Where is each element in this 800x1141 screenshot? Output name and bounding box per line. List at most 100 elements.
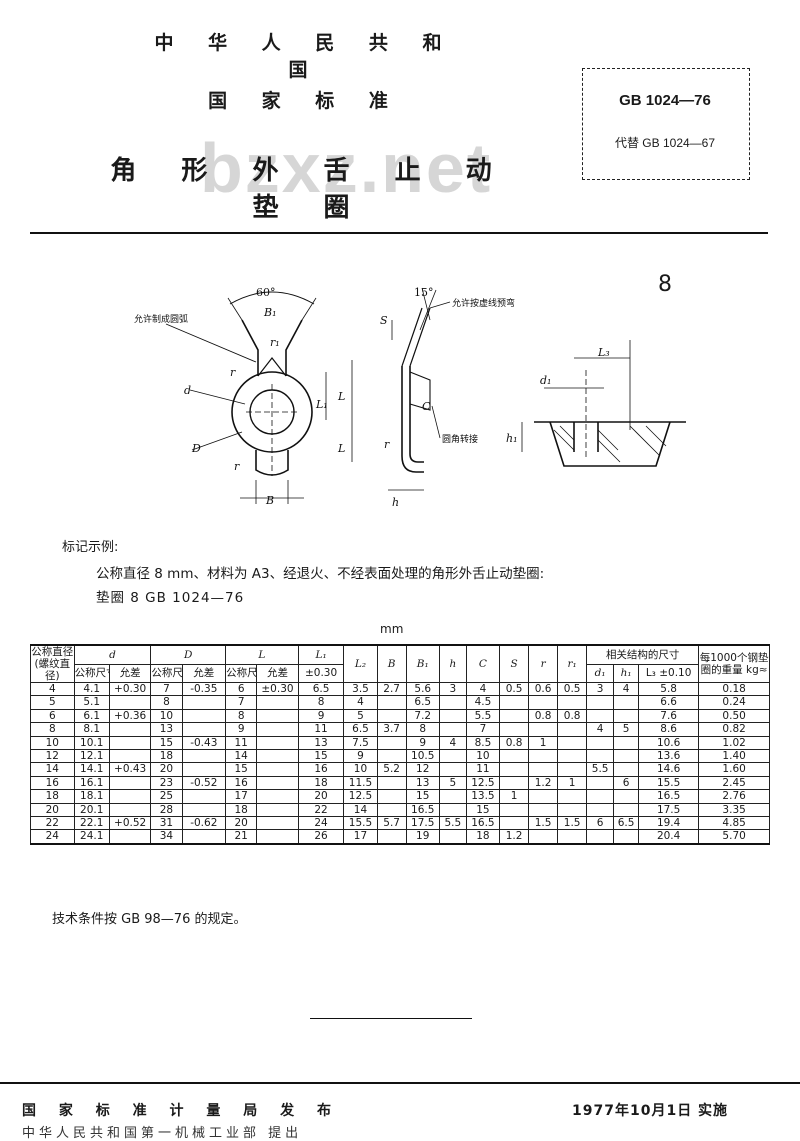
- table-cell: [499, 816, 530, 831]
- table-cell: 17.5: [638, 802, 700, 818]
- watermark: bzxz.net: [200, 129, 493, 207]
- table-cell: 0.18: [698, 681, 770, 697]
- table-cell: 13: [150, 722, 183, 737]
- table-cell: 20: [30, 802, 75, 818]
- table-cell: 2.7: [376, 681, 407, 697]
- table-cell: 8.1: [73, 722, 110, 737]
- document-title: 角 形 外 舌 止 动 垫 圈: [110, 156, 510, 223]
- table-cell: 1: [499, 789, 530, 804]
- note-arc: 允许制成圆弧: [134, 313, 188, 325]
- table-cell: 16: [225, 775, 258, 791]
- marking-designation: 垫圈 8 GB 1024—76: [96, 590, 245, 606]
- footer-proposer: 中华人民共和国第一机械工业部 提出: [22, 1126, 303, 1141]
- table-cell: 7.5: [343, 735, 378, 751]
- table-cell: [438, 802, 467, 818]
- table-cell: 12: [405, 762, 440, 777]
- table-cell: [586, 775, 615, 791]
- th-C: C: [465, 644, 501, 683]
- table-cell: 1.5: [557, 816, 588, 831]
- table-cell: [181, 829, 227, 845]
- table-cell: 12: [30, 749, 75, 764]
- table-cell: 6.5: [297, 681, 345, 697]
- table-cell: 5.5: [465, 708, 501, 724]
- table-cell: [613, 762, 640, 777]
- table-cell: 8: [405, 722, 440, 737]
- table-cell: 16: [30, 775, 75, 791]
- label-r1: r₁: [270, 336, 280, 349]
- technical-conditions: 技术条件按 GB 98—76 的规定。: [52, 912, 247, 927]
- table-cell: 1.02: [698, 735, 770, 751]
- table-cell: 8: [225, 708, 258, 724]
- table-cell: 24: [30, 829, 75, 845]
- footer-effective-date: 1977年10月1日 实施: [572, 1103, 729, 1119]
- table-cell: 12.5: [343, 789, 378, 804]
- table-cell: 8: [30, 722, 75, 737]
- label-C: C: [422, 400, 431, 413]
- standard-replaces: 代替 GB 1024—67: [614, 136, 716, 150]
- table-cell: 1.60: [698, 762, 770, 777]
- table-cell: 10: [343, 762, 378, 777]
- table-cell: 14.1: [73, 762, 110, 777]
- table-cell: [557, 789, 588, 804]
- table-cell: 8: [150, 695, 183, 710]
- table-cell: [256, 749, 299, 764]
- table-cell: 21: [225, 829, 258, 845]
- table-cell: [499, 708, 530, 724]
- table-cell: 20: [150, 762, 183, 777]
- table-cell: 15: [150, 735, 183, 751]
- table-cell: 10.6: [638, 735, 700, 751]
- washer-side-body: [401, 366, 424, 473]
- table-cell: 24: [297, 816, 345, 831]
- table-cell: 6.5: [343, 722, 378, 737]
- table-cell: 5.5: [438, 816, 467, 831]
- table-cell: 26: [297, 829, 345, 845]
- table-cell: 13.6: [638, 749, 700, 764]
- label-r-side: r: [384, 438, 390, 451]
- table-cell: 22: [297, 802, 345, 818]
- table-cell: 8.6: [638, 722, 700, 737]
- table-cell: [613, 735, 640, 751]
- table-cell: [256, 775, 299, 791]
- table-cell: 6.6: [638, 695, 700, 710]
- table-cell: 4.85: [698, 816, 770, 831]
- th-d-tol: 允差: [108, 663, 152, 684]
- table-cell: 12.1: [73, 749, 110, 764]
- table-cell: [181, 802, 227, 818]
- label-h1: h₁: [506, 432, 518, 445]
- table-cell: 9: [405, 735, 440, 751]
- table-cell: 0.8: [557, 708, 588, 724]
- table-cell: 17: [225, 789, 258, 804]
- table-cell: -0.43: [181, 735, 227, 751]
- table-cell: [108, 775, 152, 791]
- note-round-transition: 圆角转接: [442, 433, 478, 445]
- table-cell: 7.6: [638, 708, 700, 724]
- table-cell: 14.6: [638, 762, 700, 777]
- table-cell: 0.8: [499, 735, 530, 751]
- th-D: D: [150, 643, 227, 665]
- label-B: B: [265, 494, 274, 507]
- table-cell: [376, 775, 407, 791]
- table-cell: [586, 749, 615, 764]
- th-B1: B₁: [405, 644, 440, 683]
- table-cell: [256, 735, 299, 751]
- table-cell: [499, 775, 530, 791]
- table-cell: [499, 749, 530, 764]
- table-cell: [499, 722, 530, 737]
- table-cell: [108, 802, 152, 818]
- th-weight: 每1000个钢垫圈的重量 kg≈: [698, 644, 770, 683]
- label-d: d: [184, 384, 191, 397]
- label-L1: L₁: [315, 398, 328, 411]
- label-L3: L₃: [597, 346, 610, 359]
- table-cell: 16.5: [638, 789, 700, 804]
- table-cell: [108, 789, 152, 804]
- table-cell: 23: [150, 775, 183, 791]
- table-cell: 8.5: [465, 735, 501, 751]
- table-cell: 5: [343, 708, 378, 724]
- table-cell: 34: [150, 829, 183, 845]
- table-cell: 5: [30, 695, 75, 710]
